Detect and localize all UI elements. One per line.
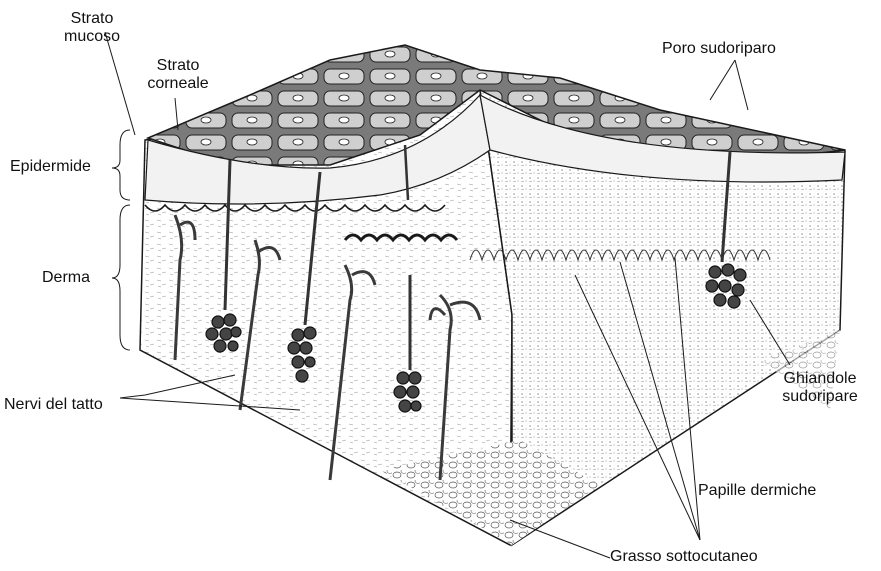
leader-grasso [510,520,610,558]
label-epidermide: Epidermide [10,158,91,176]
label-strato-corneale: Strato corneale [138,57,218,93]
label-nervi-del-tatto: Nervi del tatto [4,396,103,414]
label-papille-dermiche: Papille dermiche [698,482,816,500]
label-ghiandole-line2: sudoripare [770,388,870,406]
leader-poro-2 [735,60,748,110]
label-strato-mucoso-line1: Strato [60,10,124,28]
label-ghiandole-sudoripare: Ghiandole sudoripare [770,370,870,406]
leader-strato-mucoso [105,32,135,135]
label-poro-sudoriparo: Poro sudoriparo [662,40,776,58]
label-strato-mucoso-line2: mucoso [60,28,124,46]
brace-derma [112,205,130,350]
label-ghiandole-line1: Ghiandole [770,370,870,388]
brace-epidermide [112,130,130,200]
leader-poro-1 [710,60,735,100]
label-strato-corneale-line1: Strato [138,57,218,75]
label-grasso-sottocutaneo: Grasso sottocutaneo [610,548,758,566]
label-derma: Derma [42,269,90,287]
label-strato-mucoso: Strato mucoso [60,10,124,46]
label-strato-corneale-line2: corneale [138,75,218,93]
